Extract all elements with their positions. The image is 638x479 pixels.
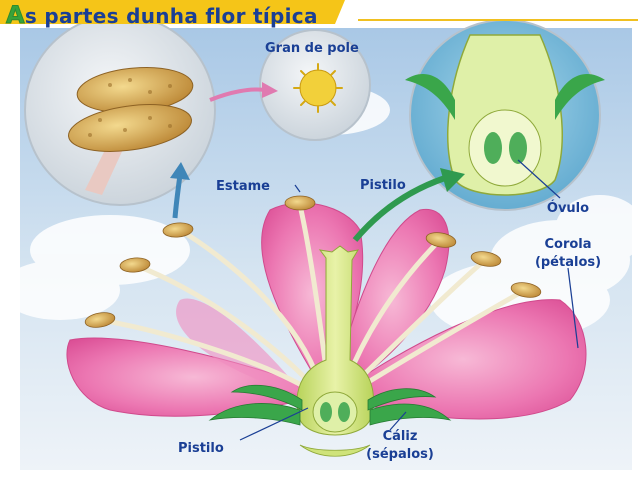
leader-lines xyxy=(239,159,579,441)
pistil xyxy=(296,245,374,436)
pollen-grain-label: Gran de pole xyxy=(265,41,359,56)
title-banner-shape xyxy=(0,0,345,24)
stamen-label: Estame xyxy=(216,179,270,194)
pistil-bottom-label: Pistilo xyxy=(178,441,224,456)
anthers xyxy=(84,195,542,328)
title-bar: As partes dunha flor típica xyxy=(0,0,360,30)
corolla-label-line2: (pétalos) xyxy=(535,255,601,270)
title-underline xyxy=(358,19,638,21)
pistil-top-label: Pistilo xyxy=(360,178,406,193)
pistil-closeup-lens xyxy=(405,19,605,211)
pollen-closeup-lens xyxy=(259,29,371,141)
ovule-label: Óvulo xyxy=(547,200,589,216)
arrows xyxy=(170,82,465,242)
calyx-label-line2: (sépalos) xyxy=(366,447,434,462)
title-rest: s partes dunha flor típica xyxy=(24,4,318,28)
page-title: As partes dunha flor típica xyxy=(6,1,318,30)
calyx-label-line1: Cáliz xyxy=(383,429,418,444)
sepals xyxy=(208,385,452,457)
title-first-letter: A xyxy=(6,1,26,30)
stamen-closeup-lens xyxy=(24,14,216,206)
corolla-label-line1: Corola xyxy=(544,237,591,252)
